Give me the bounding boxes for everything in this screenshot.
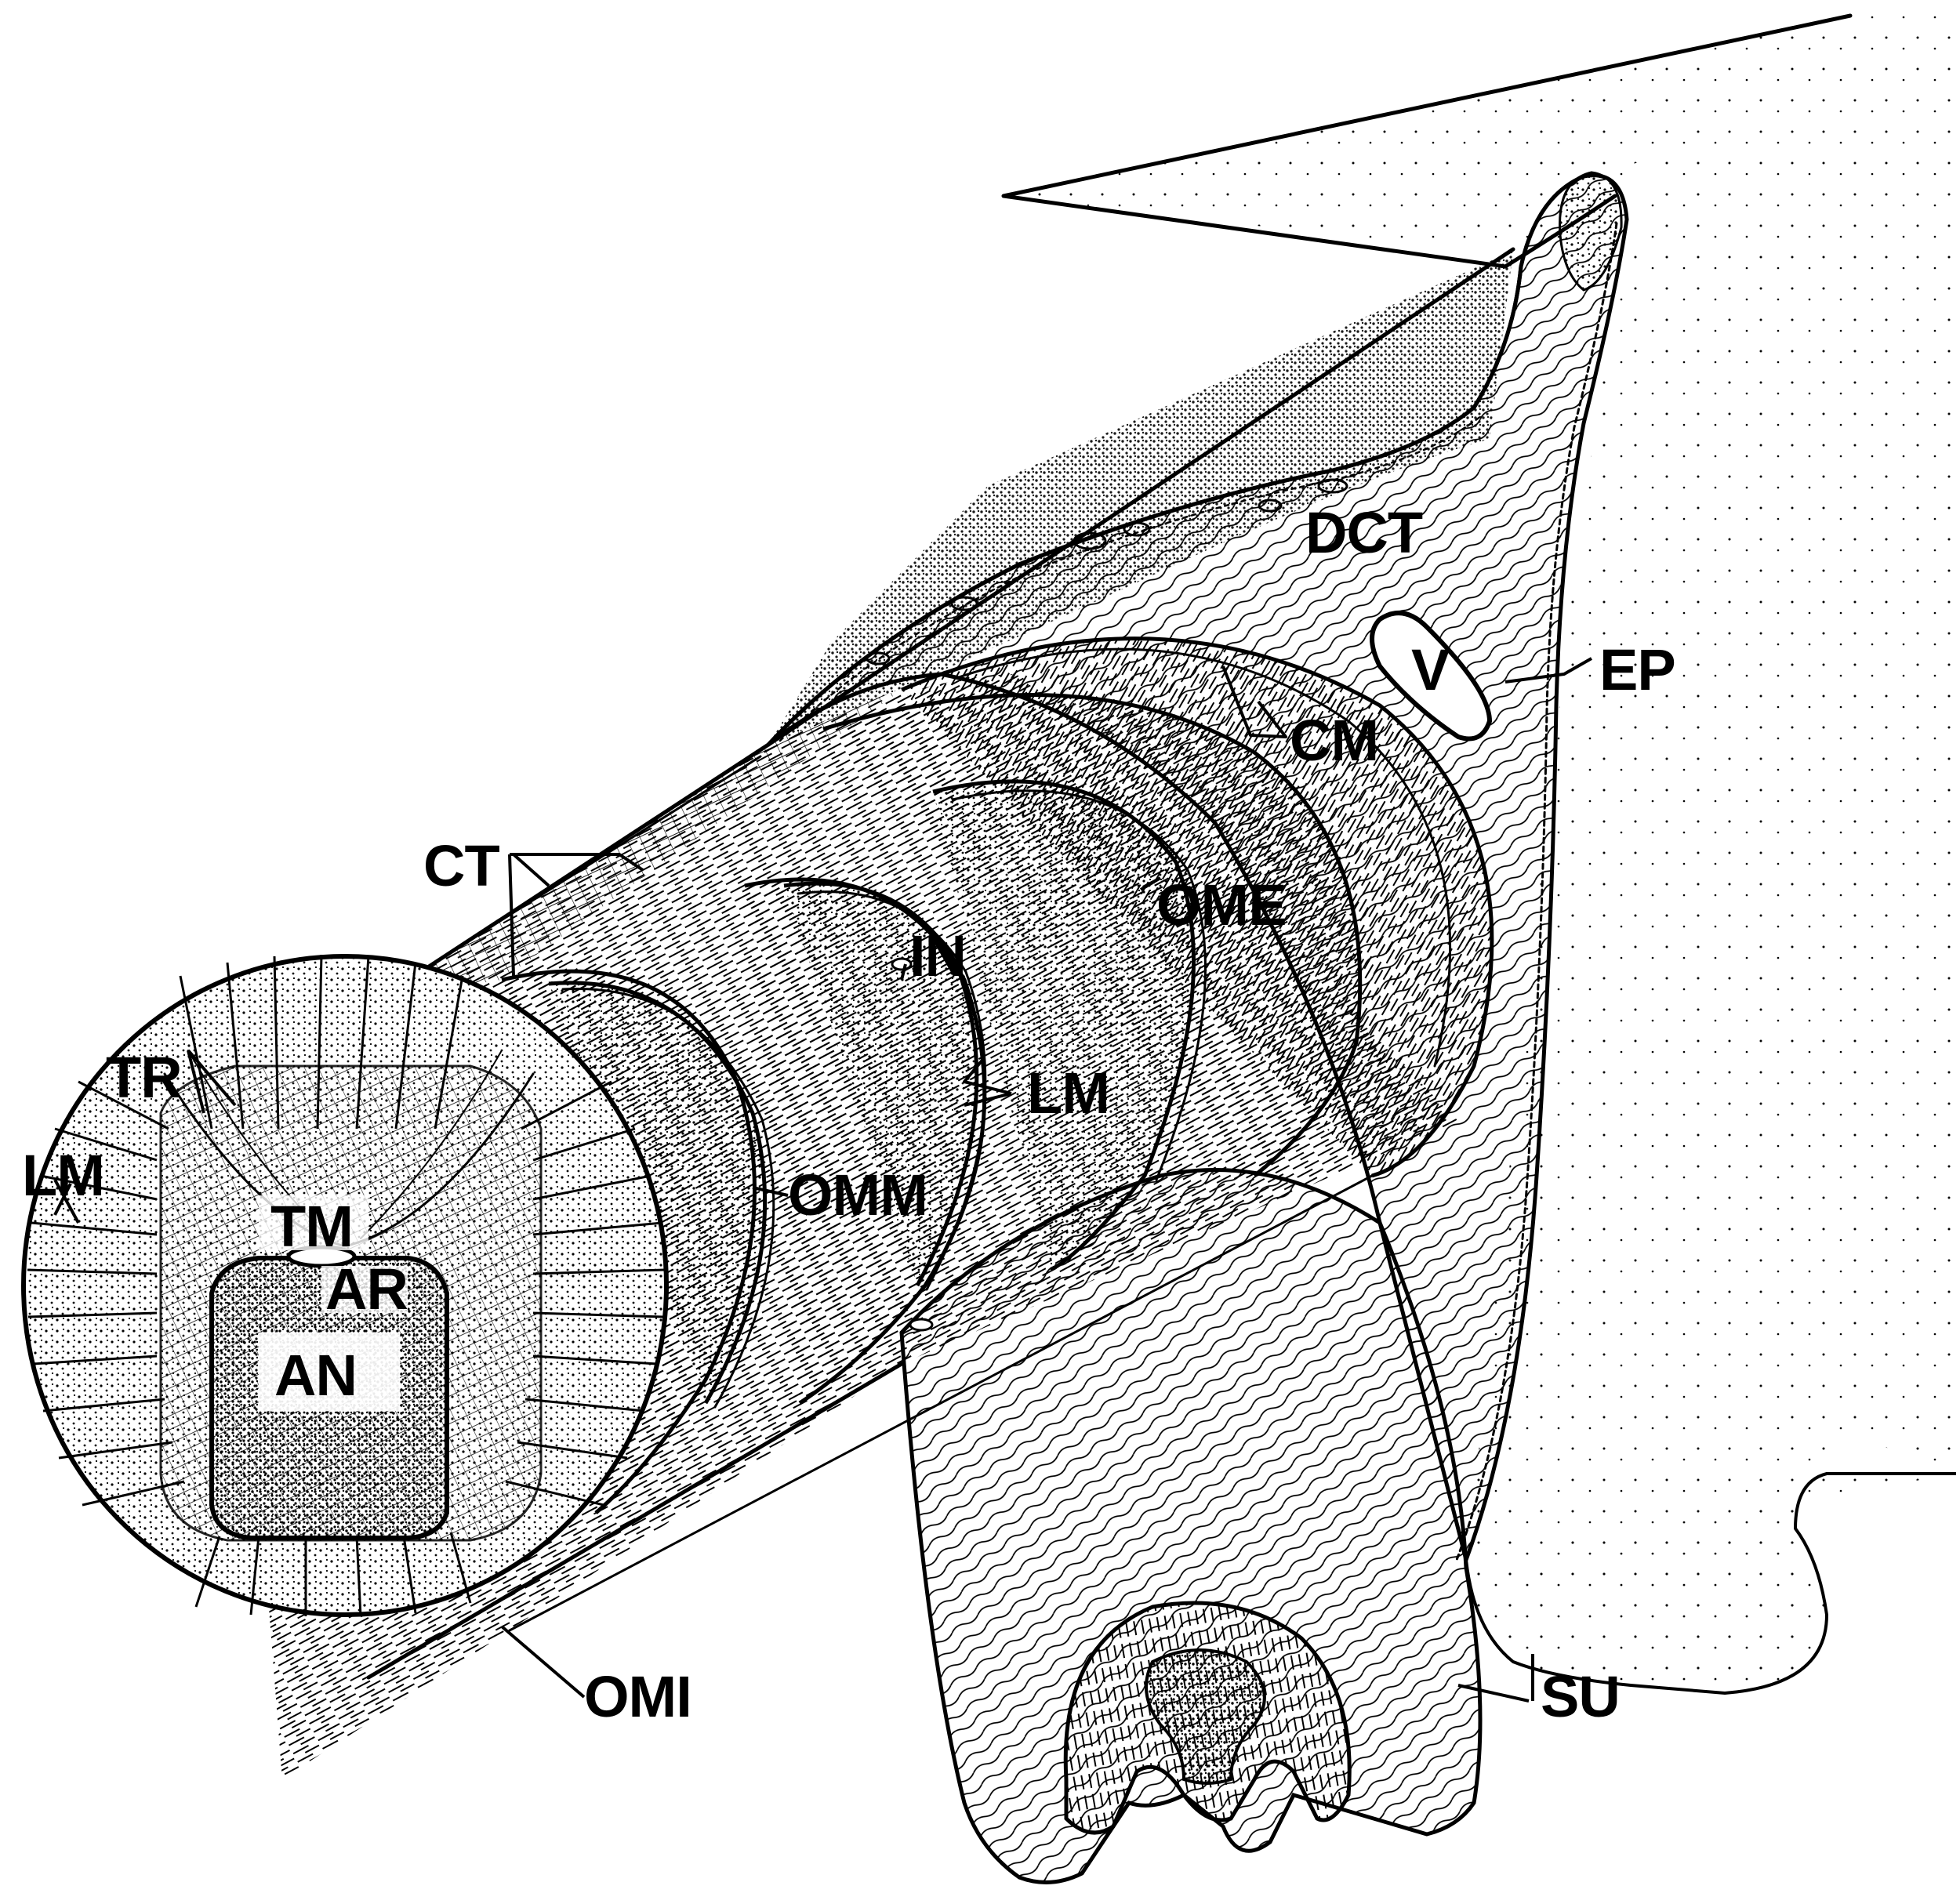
- vessel: [1370, 611, 1493, 742]
- label-dct: DCT: [1305, 500, 1423, 565]
- label-in: IN: [909, 923, 966, 988]
- label-su: SU: [1541, 1664, 1620, 1729]
- label-an: AN: [274, 1343, 357, 1408]
- leader-lines: [53, 657, 1592, 1703]
- sucker-body: [1465, 1471, 1956, 1695]
- label-cm: CM: [1290, 708, 1378, 773]
- longitudinal-muscle-ring: [744, 877, 987, 1405]
- label-ct: CT: [423, 833, 499, 898]
- label-lm-outer: LM: [22, 1143, 104, 1208]
- cross-section-face: [21, 954, 669, 1617]
- label-ep: EP: [1599, 637, 1675, 702]
- label-lm-inner: LM: [1027, 1061, 1109, 1126]
- label-tm: TM: [270, 1194, 353, 1259]
- label-v: V: [1411, 637, 1450, 702]
- label-omi: OMI: [584, 1664, 691, 1729]
- outer-external-membrane-ring: [822, 693, 1363, 1272]
- label-ar: AR: [325, 1257, 408, 1322]
- label-ome: OME: [1156, 872, 1287, 937]
- label-omm: OMM: [788, 1162, 927, 1228]
- labels: DCT V EP CM CT OME IN LM TR LM OMM TM AR…: [22, 500, 1676, 1729]
- label-tr: TR: [106, 1045, 182, 1110]
